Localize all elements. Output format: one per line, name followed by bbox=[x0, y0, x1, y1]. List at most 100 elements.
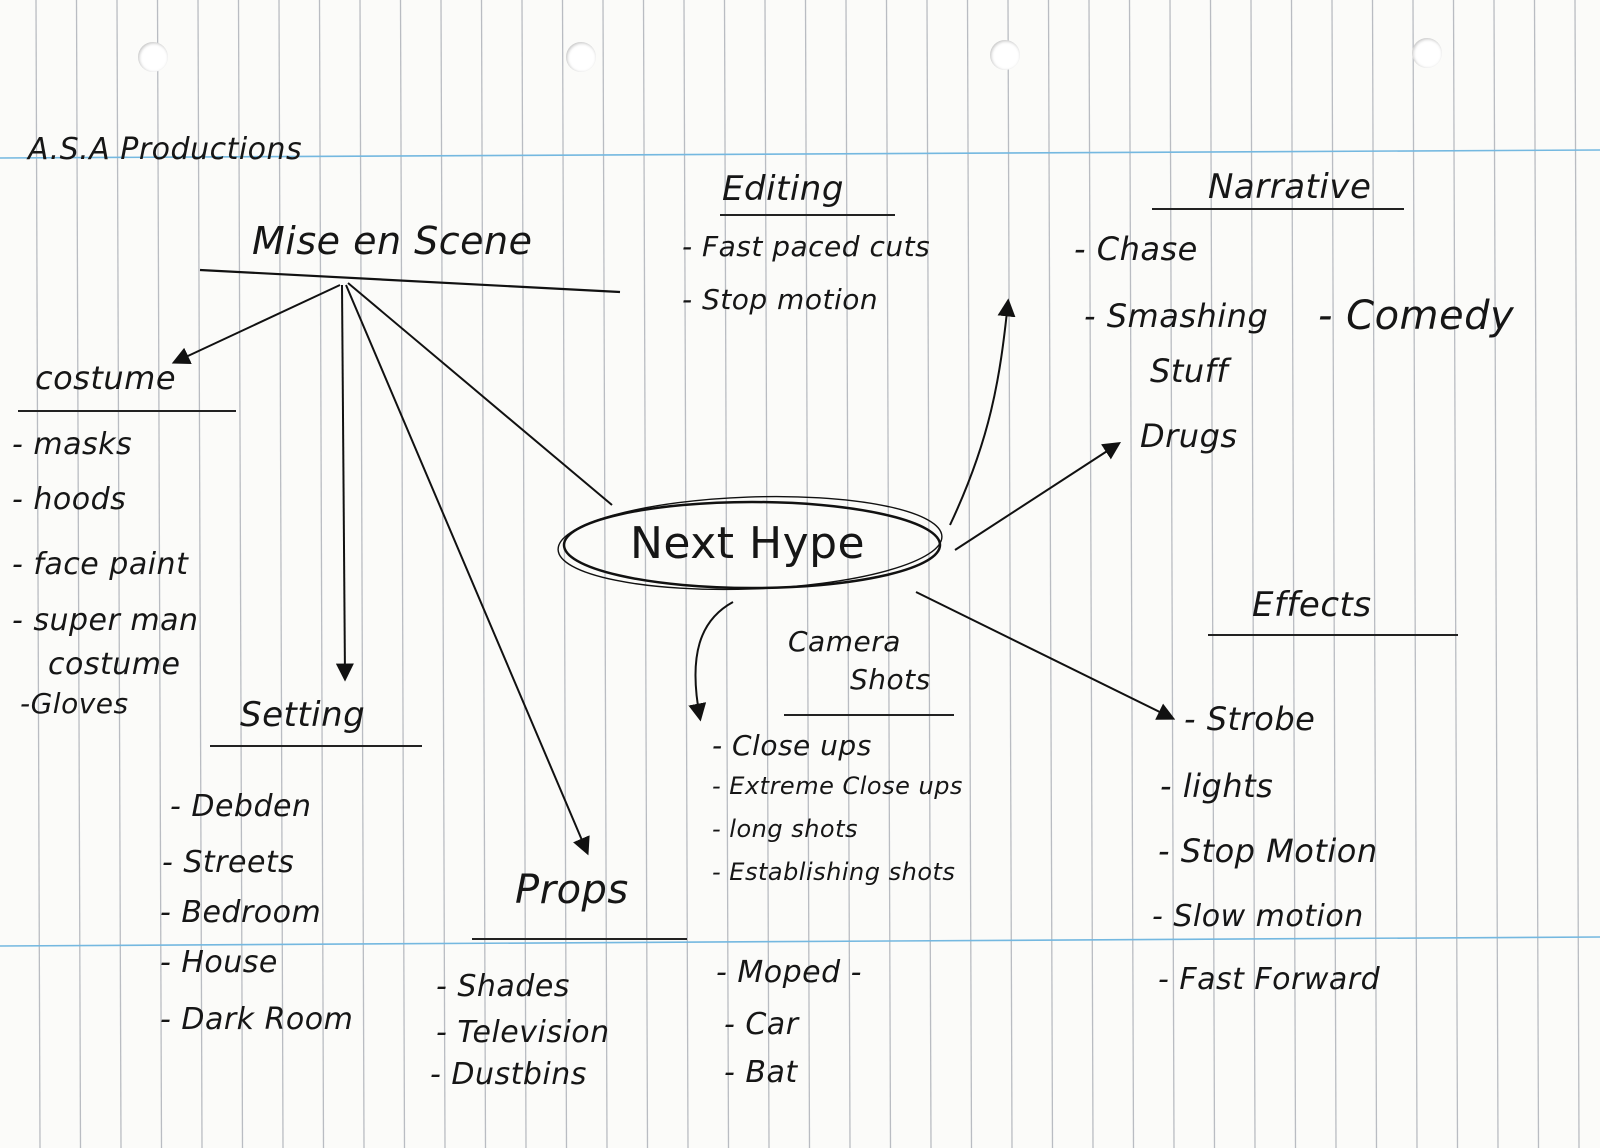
camera-shots-title-underline bbox=[784, 714, 954, 716]
camera-shots-title-line1: Camera bbox=[788, 625, 901, 658]
camera-extra-item: - Car bbox=[724, 1007, 799, 1042]
ruled-line bbox=[1047, 0, 1054, 1148]
setting-item: - Streets bbox=[162, 845, 295, 880]
ruled-line bbox=[75, 0, 82, 1148]
props-item: - Shades bbox=[436, 969, 570, 1004]
ruled-line bbox=[1412, 0, 1418, 1148]
header-title: A.S.A Productions bbox=[28, 132, 303, 167]
ruled-line bbox=[1209, 0, 1216, 1148]
setting-title: Setting bbox=[240, 695, 366, 735]
ruled-line bbox=[1493, 0, 1499, 1148]
camera-shot-item: - Establishing shots bbox=[712, 858, 956, 886]
camera-shot-item: - long shots bbox=[712, 815, 859, 843]
ruled-line bbox=[683, 0, 689, 1148]
setting-item: - Debden bbox=[170, 789, 312, 824]
effects-item: - Stop Motion bbox=[1158, 832, 1378, 870]
arrow-to-narrative bbox=[954, 442, 1122, 551]
props-item: - Dustbins bbox=[430, 1057, 587, 1092]
arrow-to-props bbox=[345, 284, 590, 856]
arrow-to-camera-shots bbox=[688, 601, 734, 722]
punch-hole bbox=[566, 42, 596, 72]
ruled-line bbox=[237, 0, 244, 1148]
punch-hole bbox=[1412, 38, 1442, 68]
ruled-line bbox=[480, 0, 487, 1148]
ruled-line bbox=[1452, 0, 1459, 1148]
arrow-to-effects bbox=[915, 591, 1176, 720]
ruled-line bbox=[561, 0, 568, 1148]
ruled-line bbox=[1169, 0, 1175, 1148]
costume-item: costume bbox=[48, 647, 181, 682]
editing-item: - Fast paced cuts bbox=[682, 230, 931, 263]
props-title: Props bbox=[515, 867, 629, 913]
ruled-line bbox=[197, 0, 203, 1148]
costume-item: - super man bbox=[12, 603, 199, 638]
margin-line bbox=[0, 149, 1600, 159]
camera-shots-title-line2: Shots bbox=[850, 663, 931, 696]
effects-item: - Slow motion bbox=[1152, 899, 1364, 934]
ruled-line bbox=[359, 0, 365, 1148]
ruled-line bbox=[845, 0, 851, 1148]
ruled-line bbox=[1533, 0, 1540, 1148]
setting-title-underline bbox=[210, 745, 422, 747]
narrative-title-underline bbox=[1152, 208, 1404, 210]
ruled-line bbox=[1290, 0, 1297, 1148]
camera-shot-item: - Extreme Close ups bbox=[712, 772, 963, 800]
editing-title: Editing bbox=[722, 169, 844, 209]
ruled-line bbox=[966, 0, 973, 1148]
ruled-line bbox=[723, 0, 730, 1148]
camera-shot-item: - Close ups bbox=[712, 729, 872, 762]
camera-extra-item: - Moped - bbox=[716, 955, 863, 990]
punch-hole bbox=[990, 40, 1020, 70]
costume-item: - face paint bbox=[12, 547, 189, 582]
props-title-underline bbox=[472, 938, 687, 940]
center-topic-label: Next Hype bbox=[630, 518, 866, 569]
mise-en-scene-title: Mise en Scene bbox=[252, 219, 533, 263]
costume-item: - masks bbox=[12, 427, 133, 462]
arrow-to-setting bbox=[335, 284, 354, 682]
narrative-side-note: - Comedy bbox=[1318, 293, 1515, 339]
narrative-item: - Smashing bbox=[1084, 297, 1269, 335]
ruled-line bbox=[278, 0, 284, 1148]
ruled-line bbox=[35, 0, 41, 1148]
center-oval-retrace bbox=[557, 495, 943, 591]
effects-item: - Fast Forward bbox=[1158, 962, 1381, 997]
arrow-to-costume bbox=[171, 284, 341, 365]
ruled-line bbox=[1007, 0, 1013, 1148]
setting-item: - House bbox=[160, 945, 278, 980]
props-item: - Television bbox=[436, 1015, 610, 1050]
ruled-line bbox=[1250, 0, 1256, 1148]
ruled-line bbox=[1371, 0, 1378, 1148]
ruled-line bbox=[1088, 0, 1094, 1148]
setting-item: - Dark Room bbox=[160, 1002, 354, 1037]
effects-title-underline bbox=[1208, 634, 1458, 636]
narrative-title: Narrative bbox=[1208, 167, 1372, 207]
ruled-line bbox=[116, 0, 122, 1148]
narrative-item: Drugs bbox=[1140, 417, 1238, 455]
ruled-line bbox=[1128, 0, 1135, 1148]
camera-extra-item: - Bat bbox=[724, 1055, 798, 1090]
effects-item: - Strobe bbox=[1184, 700, 1316, 738]
costume-item: - hoods bbox=[12, 482, 127, 517]
costume-title-underline bbox=[18, 410, 236, 412]
ruled-line bbox=[399, 0, 406, 1148]
ruled-line bbox=[602, 0, 608, 1148]
narrative-item: - Chase bbox=[1074, 230, 1198, 268]
effects-item: - lights bbox=[1160, 767, 1274, 805]
ruled-line bbox=[804, 0, 811, 1148]
narrative-item: Stuff bbox=[1150, 352, 1229, 390]
center-oval bbox=[562, 500, 942, 590]
margin-line bbox=[0, 936, 1600, 947]
punch-hole bbox=[138, 42, 168, 72]
mise-en-scene-title-rule bbox=[199, 268, 621, 294]
editing-title-underline bbox=[720, 214, 895, 216]
link-mise-en-scene-center bbox=[347, 282, 613, 506]
setting-item: - Bedroom bbox=[160, 895, 322, 930]
ruled-line bbox=[521, 0, 527, 1148]
ruled-line bbox=[926, 0, 932, 1148]
ruled-line bbox=[642, 0, 649, 1148]
costume-item: -Gloves bbox=[20, 687, 129, 720]
editing-item: - Stop motion bbox=[682, 283, 879, 316]
